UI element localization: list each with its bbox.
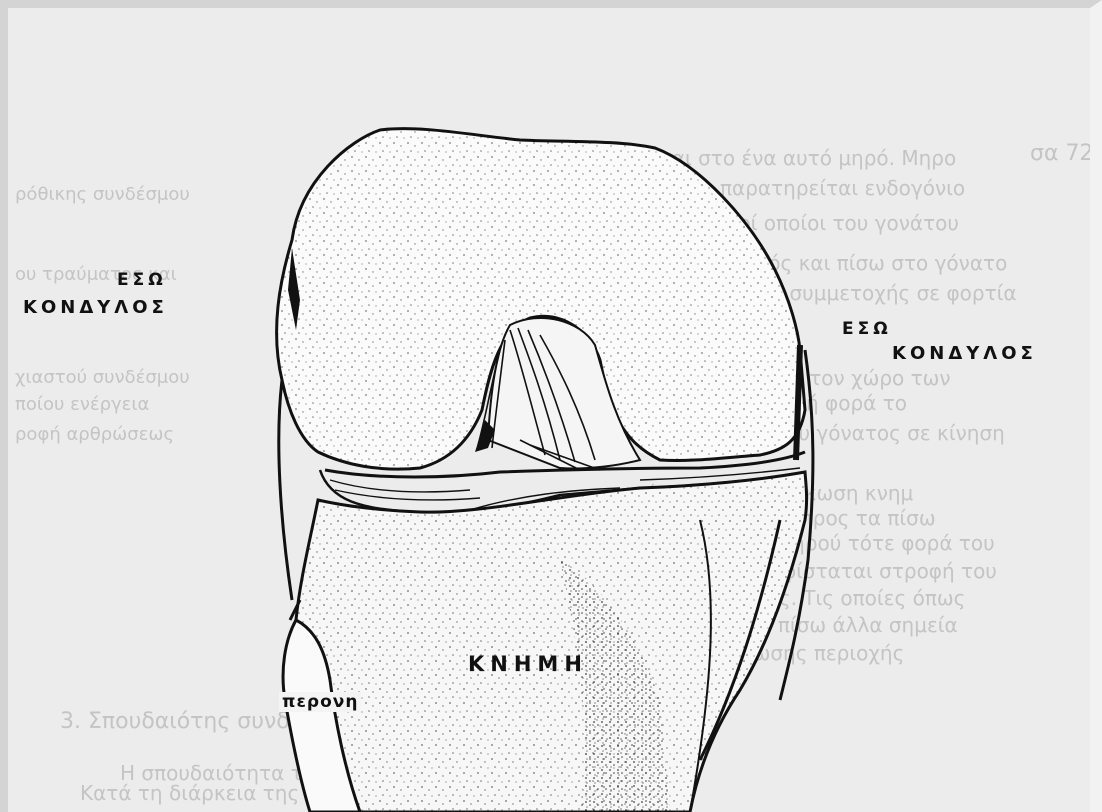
left-condyle-label-bottom: ΚΟΝΔΥΛΟΣ: [23, 297, 168, 318]
right-condyle-label-bottom: ΚΟΝΔΥΛΟΣ: [892, 343, 1037, 364]
medial-band: [796, 345, 800, 460]
right-condyle-label-top: ΕΣΩ: [842, 319, 892, 339]
tibia-stipple: [295, 472, 807, 812]
left-condyle-label-top: ΕΣΩ: [117, 270, 167, 290]
tibia-label: ΚΝΗΜΗ: [468, 652, 588, 676]
fibula-label: περονη: [279, 692, 361, 712]
